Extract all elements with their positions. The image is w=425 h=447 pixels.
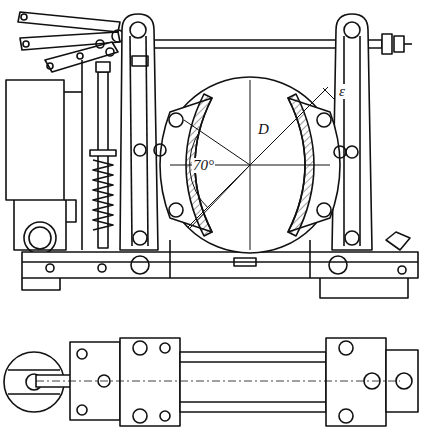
left-brake-arm	[120, 14, 158, 250]
clearance-dimension: ε	[338, 84, 346, 99]
diameter-dimension: D	[257, 122, 270, 137]
right-brake-arm	[332, 14, 372, 250]
lever-linkage	[18, 12, 124, 72]
brake-drum	[162, 77, 338, 253]
plan-view	[4, 338, 418, 426]
thruster	[6, 60, 82, 254]
dimension-lines	[170, 80, 335, 250]
spring	[90, 62, 116, 248]
tie-rod	[150, 34, 412, 54]
angle-dimension: 70°	[192, 158, 215, 173]
